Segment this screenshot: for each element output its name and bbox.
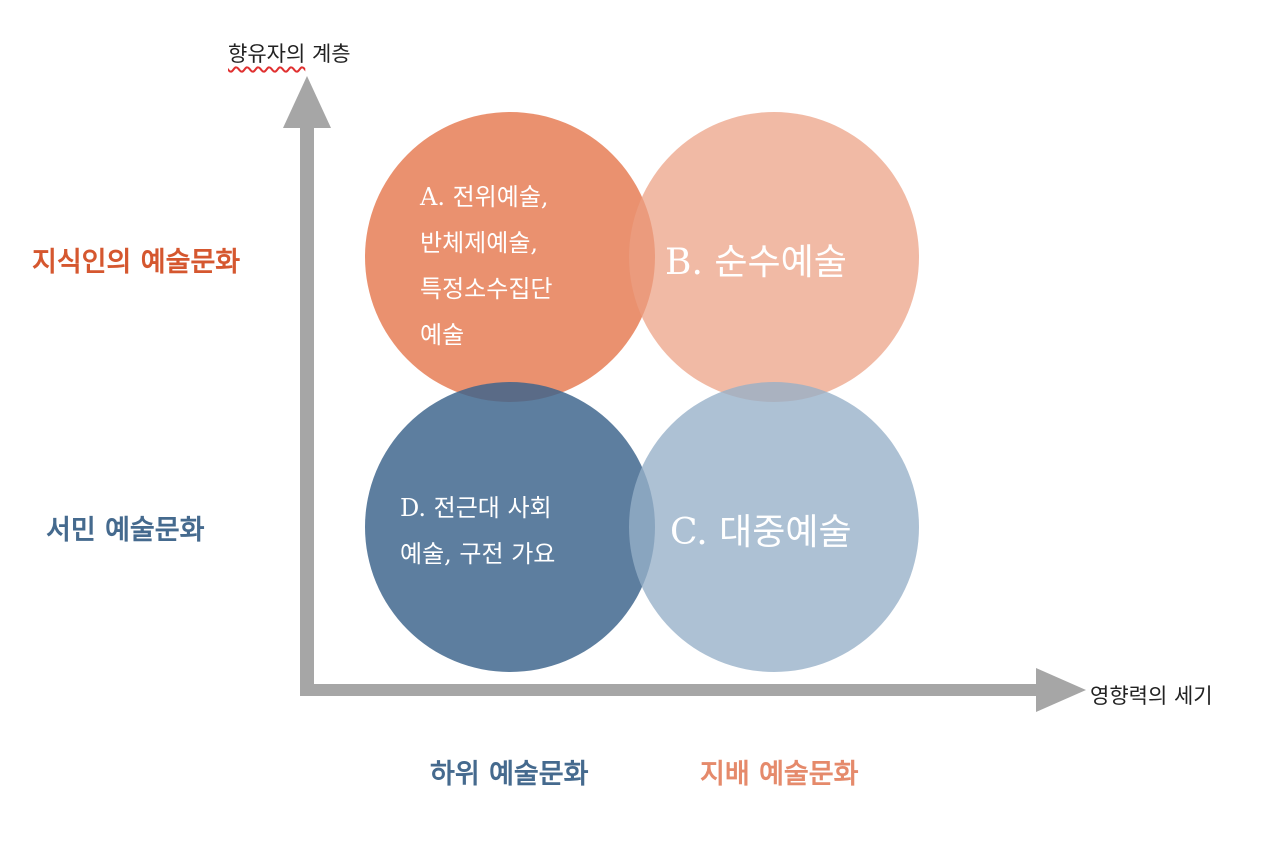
dominant-art-culture-label: 지배 예술문화 xyxy=(700,759,859,790)
circle-c-label: C. 대중예술 xyxy=(670,512,852,553)
circle-d-text: D. 전근대 사회 예술, 구전 가요 xyxy=(400,485,555,577)
circle-a-line: A. 전위예술, xyxy=(420,183,549,211)
circle-c xyxy=(629,382,919,672)
circle-d-line: D. 전근대 사회 xyxy=(400,494,552,522)
circle-a-text: A. 전위예술, 반체제예술, 특정소수집단 예술 xyxy=(420,174,552,358)
circle-d xyxy=(365,382,655,672)
circle-a xyxy=(365,112,655,402)
circle-b xyxy=(629,112,919,402)
y-axis-title-underlined: 향유자의 xyxy=(228,42,306,66)
common-people-art-culture-label: 서민 예술문화 xyxy=(46,515,205,546)
y-axis-title-rest: 계층 xyxy=(305,42,351,66)
circle-d-line: 예술, 구전 가요 xyxy=(400,540,556,568)
circle-a-line: 반체제예술, xyxy=(420,229,539,257)
subordinate-art-culture-label: 하위 예술문화 xyxy=(430,759,589,790)
circle-a-line: 예술 xyxy=(420,321,465,349)
circle-a-line: 특정소수집단 xyxy=(420,275,553,303)
x-axis-title: 영향력의 세기 xyxy=(1090,684,1213,708)
circle-b-label: B. 순수예술 xyxy=(665,242,847,283)
x-axis-arrow xyxy=(1036,668,1086,712)
y-axis-line xyxy=(300,120,314,696)
y-axis-arrow xyxy=(283,76,331,128)
x-axis-line xyxy=(300,684,1040,696)
intellectual-art-culture-label: 지식인의 예술문화 xyxy=(32,247,241,278)
y-axis-title: 향유자의 계층 xyxy=(228,38,351,68)
